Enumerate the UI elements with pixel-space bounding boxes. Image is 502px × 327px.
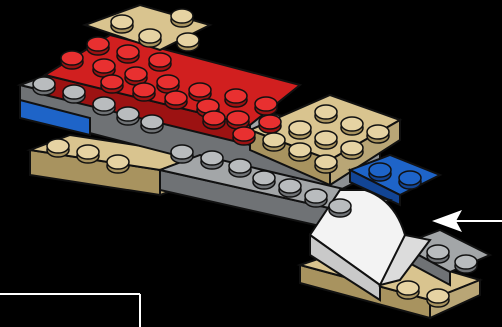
- stud: [63, 85, 85, 103]
- stud: [279, 179, 301, 197]
- stud: [305, 189, 327, 207]
- stud: [341, 141, 363, 159]
- stud: [139, 29, 161, 47]
- stud: [33, 77, 55, 95]
- stud: [329, 199, 351, 217]
- stud: [177, 33, 199, 51]
- stud: [165, 91, 187, 109]
- stud: [289, 121, 311, 139]
- stud: [399, 171, 421, 189]
- stud: [101, 75, 123, 93]
- stud: [111, 15, 133, 33]
- stud: [107, 155, 129, 173]
- stud: [427, 289, 449, 307]
- stud: [117, 107, 139, 125]
- stud: [225, 89, 247, 107]
- stud: [171, 9, 193, 27]
- stud: [233, 127, 255, 145]
- stud: [229, 159, 251, 177]
- stud: [117, 45, 139, 63]
- stud: [341, 117, 363, 135]
- stud: [367, 125, 389, 143]
- stud: [289, 143, 311, 161]
- stud: [47, 139, 69, 157]
- stud: [227, 111, 249, 129]
- stud: [141, 115, 163, 133]
- stud: [315, 131, 337, 149]
- stud: [369, 163, 391, 181]
- stud: [201, 151, 223, 169]
- stud: [255, 97, 277, 115]
- stud: [253, 171, 275, 189]
- stud: [61, 51, 83, 69]
- stud: [259, 115, 281, 133]
- stud: [263, 133, 285, 151]
- stud: [397, 281, 419, 299]
- stud: [203, 111, 225, 129]
- stud: [315, 105, 337, 123]
- stud: [315, 155, 337, 173]
- stud: [133, 83, 155, 101]
- stud: [93, 97, 115, 115]
- stud: [427, 245, 449, 263]
- stud: [455, 255, 477, 273]
- stud: [87, 37, 109, 55]
- stud: [171, 145, 193, 163]
- stud: [149, 53, 171, 71]
- stud: [77, 145, 99, 163]
